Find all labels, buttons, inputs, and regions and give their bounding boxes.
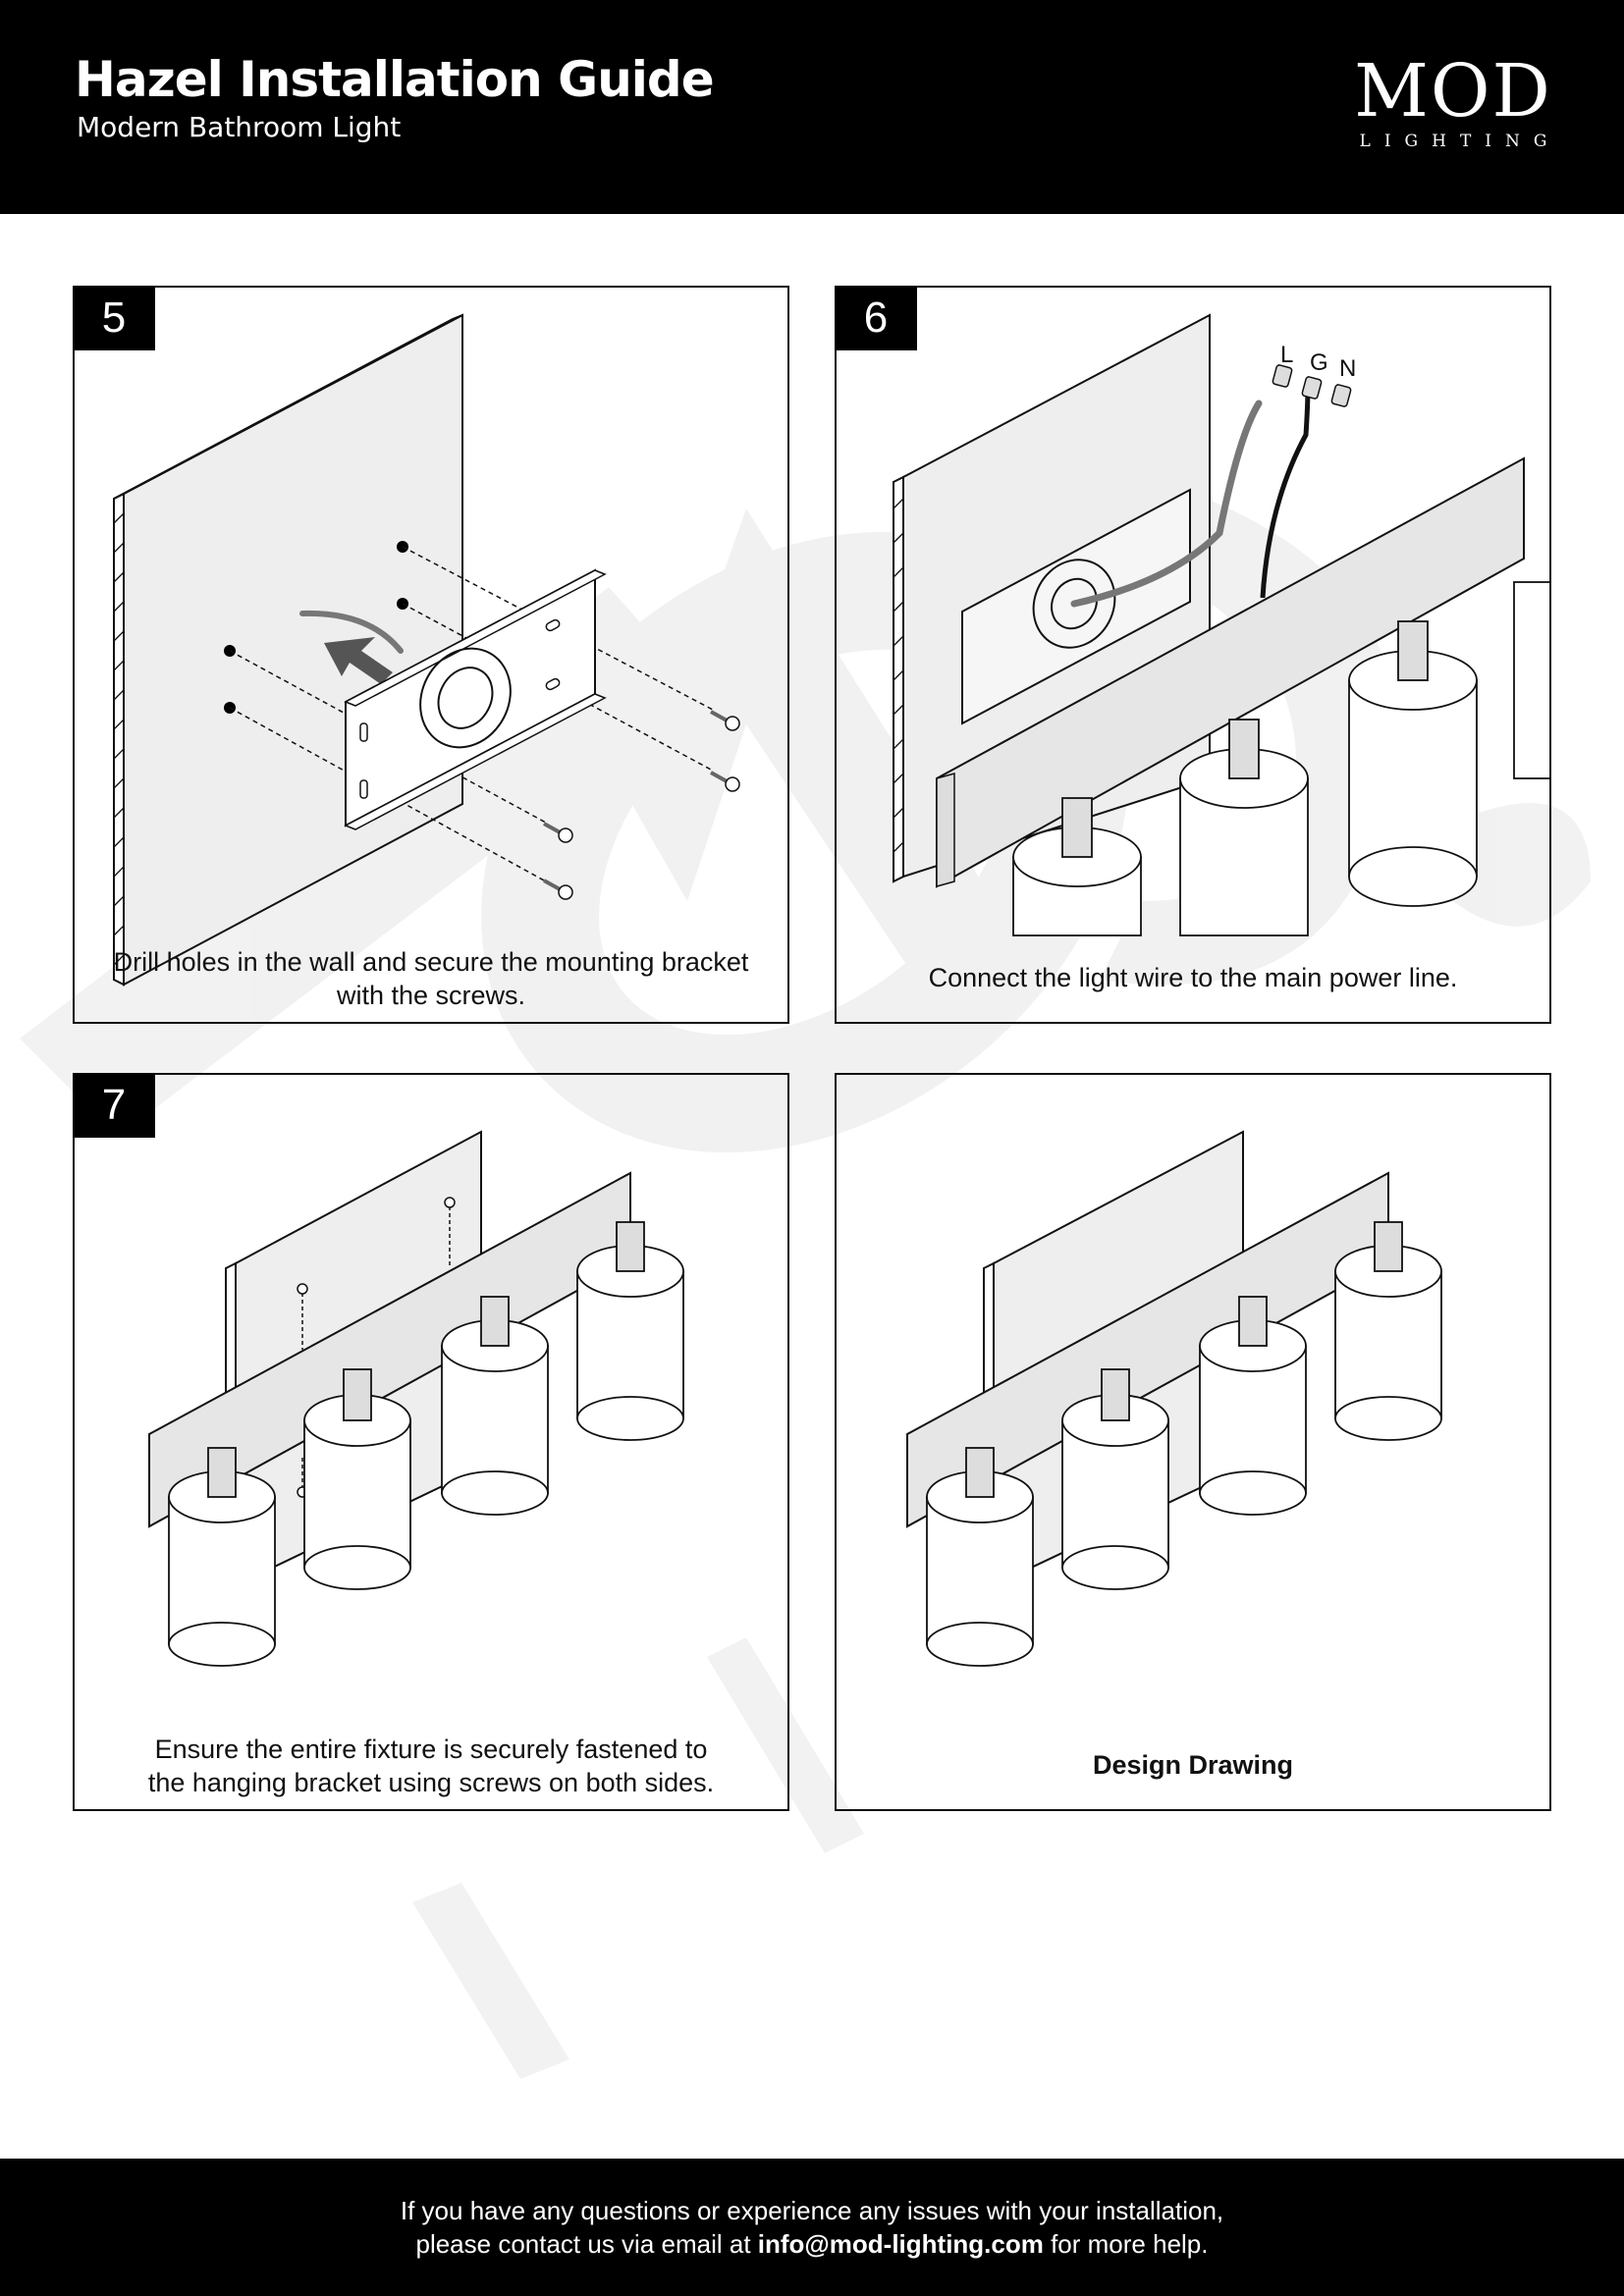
step-number-badge: 7	[73, 1073, 155, 1138]
wall-top-edge	[113, 314, 463, 500]
brand-logo: MOD LIGHTING	[1335, 55, 1571, 151]
arrow-icon	[324, 637, 393, 684]
light-shade	[441, 1296, 549, 1516]
screw-icon	[543, 879, 573, 900]
light-shade	[576, 1221, 684, 1441]
light-shade	[1348, 620, 1478, 907]
mounting-bracket	[344, 568, 607, 830]
screw-icon	[710, 710, 740, 731]
power-wire-black	[1260, 385, 1311, 599]
watermark-letter-l	[412, 1883, 569, 2079]
light-shade	[1012, 797, 1142, 936]
footer-line-2: please contact us via email at info@mod-…	[0, 2227, 1624, 2261]
fixture-fastening-illustration	[148, 1130, 684, 1667]
page-subtitle: Modern Bathroom Light	[77, 111, 402, 143]
backplate-front	[936, 773, 955, 887]
step-caption: Connect the light wire to the main power…	[928, 963, 1458, 992]
step-caption: Drill holes in the wall and secure the m…	[113, 947, 749, 1010]
light-shade	[1513, 581, 1549, 779]
screw-guides	[301, 1206, 451, 1487]
screw-icon	[543, 822, 573, 843]
wall-edge-hatched	[225, 1261, 237, 1406]
fixture-wire-grey	[1070, 400, 1263, 608]
wall-edge-hatched	[113, 492, 125, 987]
light-shade	[1179, 719, 1309, 936]
step-number-badge: 5	[73, 286, 155, 350]
screw-icon	[444, 1197, 456, 1208]
light-shades	[168, 1221, 684, 1667]
design-drawing-panel: Design Drawing	[835, 1073, 1551, 1811]
step-panel-5: 5 Drill holes in the wall and secure the…	[73, 286, 789, 1024]
page-title: Hazel Installation Guide	[75, 51, 715, 108]
light-shades	[1012, 581, 1549, 936]
light-shade	[926, 1447, 1034, 1667]
wall-hatch	[893, 498, 904, 853]
light-shade	[1334, 1221, 1442, 1441]
wire-label-neutral: N	[1339, 355, 1356, 382]
footer-line-2-suffix: for more help.	[1043, 2229, 1209, 2259]
footer-line-2-prefix: please contact us via email at	[415, 2229, 758, 2259]
page-header: Hazel Installation Guide Modern Bathroom…	[0, 0, 1624, 214]
screw-icon	[710, 771, 740, 792]
wire-nuts	[1272, 364, 1352, 407]
light-shades	[926, 1221, 1442, 1667]
power-cable	[299, 610, 404, 654]
logo-tagline: LIGHTING	[1359, 132, 1561, 151]
light-shade	[1199, 1296, 1307, 1516]
step-panel-7: 7 Ensure the entire fixture is securely …	[73, 1073, 789, 1811]
wire-connection-illustration: L G N	[893, 313, 1549, 936]
screws	[543, 710, 740, 900]
design-drawing-illustration	[906, 1130, 1442, 1667]
step-panel-6: L G N 6 Connect the light wire to the ma…	[835, 286, 1551, 1024]
light-shade	[303, 1368, 411, 1590]
wall-edge-hatched	[983, 1261, 995, 1406]
footer-line-1: If you have any questions or experience …	[400, 2196, 1224, 2225]
wire-label-live: L	[1280, 342, 1293, 368]
wall-hatch	[113, 512, 125, 966]
light-shade	[1061, 1368, 1169, 1590]
screw-icon	[297, 1283, 308, 1295]
page-footer: If you have any questions or experience …	[0, 2159, 1624, 2296]
design-drawing-title: Design Drawing	[1092, 1750, 1294, 1780]
wire-labels: L G N	[1280, 342, 1356, 382]
logo-wordmark: MOD	[1354, 49, 1552, 133]
wire-label-ground: G	[1310, 349, 1328, 376]
light-shade	[168, 1447, 276, 1667]
wall-bracket-illustration	[113, 313, 740, 987]
support-email-link[interactable]: info@mod-lighting.com	[757, 2229, 1044, 2259]
wall-panel	[123, 313, 463, 987]
step-number-badge: 6	[835, 286, 917, 350]
step-caption: Ensure the entire fixture is securely fa…	[147, 1735, 715, 1797]
